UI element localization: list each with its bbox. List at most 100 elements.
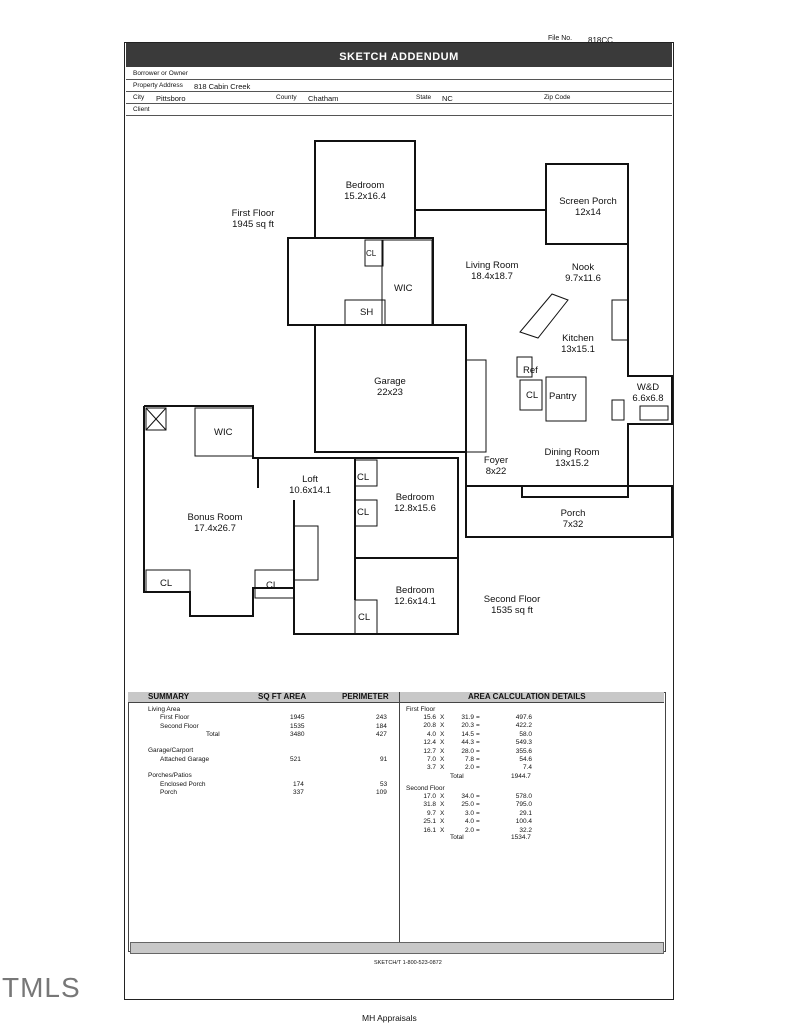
calc-first-total: 1944.7 [511, 773, 531, 780]
calc-cell-r: 497.6 [515, 714, 532, 721]
calc-cell-eq: = [476, 739, 480, 747]
calc-cell-op: X [440, 793, 445, 800]
porch-row-label: Porch [160, 789, 177, 796]
form-title: SKETCH ADDENDUM [126, 43, 672, 67]
cl-label-5: CL [160, 578, 173, 589]
dining-size: 13x15.2 [555, 458, 589, 469]
property-label: Property Address [133, 82, 183, 89]
bonus-size: 17.4x26.7 [194, 523, 236, 534]
living-room-name: Living Room [465, 260, 519, 271]
calc-cell-b: 20.3 [461, 722, 474, 730]
calc-first-floor-label: First Floor [406, 706, 436, 713]
calc-cell-a: 25.1 [423, 818, 436, 826]
calc-cell-r: 549.3 [515, 739, 532, 747]
living-area-label: Living Area [148, 706, 181, 713]
first-floor-caption-label: First Floor [231, 208, 275, 219]
appraiser-name: MH Appraisals [362, 1013, 417, 1023]
calc-second-total-label: Total [450, 834, 464, 841]
sketch-credit: SKETCH/T 1-800-523-0872 [374, 960, 442, 966]
living-total-perimeter: 427 [376, 731, 387, 738]
calc-cell-eq: = [476, 818, 480, 826]
property-row: Property Address 818 Cabin Creek [126, 80, 672, 92]
second-floor-row-label: Second Floor [160, 723, 199, 730]
calc-cell-op: X [440, 809, 445, 817]
calc-cell-a: 17.0 [423, 793, 436, 800]
porch-wall [465, 485, 673, 538]
calc-cell-op: X [440, 755, 445, 763]
wic-label-2: WIC [214, 427, 233, 438]
loft-size: 10.6x14.1 [289, 485, 331, 496]
calc-cell-r: 355.6 [515, 747, 532, 755]
foyer-size: 8x22 [485, 466, 507, 477]
garage-size: 22x23 [377, 387, 403, 398]
calc-cell-op: X [440, 764, 445, 772]
calc-cell-r: 422.2 [515, 722, 532, 730]
state-value: NC [442, 94, 453, 103]
bedroom2-name: Bedroom [395, 492, 435, 503]
second-floor-perimeter: 184 [376, 723, 387, 730]
wd-size: 6.6x6.8 [632, 393, 664, 404]
sh-label: SH [360, 307, 374, 318]
county-value: Chatham [308, 94, 339, 103]
calc-cell-op: X [440, 714, 445, 721]
calc-cell-eq: = [476, 764, 480, 772]
calc-cell-eq: = [476, 722, 480, 730]
summary-footer-bar [130, 942, 664, 954]
wd-name: W&D [636, 382, 660, 393]
nook-name: Nook [571, 262, 595, 273]
floor-plan-sketch [143, 140, 673, 635]
summary-col-perimeter: PERIMETER [342, 692, 389, 701]
calc-cell-b: 28.0 [461, 747, 474, 755]
calc-cell-eq: = [476, 714, 480, 721]
bedroom3-name: Bedroom [395, 585, 435, 596]
kitchen-size: 13x15.1 [561, 344, 595, 355]
calc-cell-b: 25.0 [461, 801, 474, 809]
calc-cell-r: 54.6 [519, 755, 532, 763]
screen-porch-wall [545, 163, 629, 245]
calc-cell-b: 14.5 [461, 730, 474, 738]
calc-cell-a: 12.4 [423, 739, 436, 747]
bonus-name: Bonus Room [187, 512, 243, 523]
cl-label-2: CL [526, 390, 539, 401]
calc-cell-a: 3.7 [426, 764, 436, 772]
second-floor-area: 1535 [290, 723, 305, 730]
calc-cell-eq: = [476, 755, 480, 763]
file-no-label: File No. [548, 35, 573, 42]
calc-cell-r: 795.0 [515, 801, 532, 809]
client-label: Client [133, 106, 150, 113]
calc-cell-op: X [440, 730, 445, 738]
calc-cell-r: 58.0 [519, 730, 532, 738]
file-no-value: 818CC [588, 36, 613, 45]
enclosed-porch-area: 174 [293, 781, 304, 788]
porch-name: Porch [560, 508, 586, 519]
state-label: State [416, 94, 432, 101]
attached-garage-label: Attached Garage [160, 756, 210, 763]
city-row: City Pittsboro County Chatham State NC Z… [126, 92, 672, 104]
city-label: City [133, 94, 145, 101]
calc-cell-eq: = [476, 793, 480, 800]
porch-size: 7x32 [562, 519, 584, 530]
garage-group-label: Garage/Carport [148, 747, 194, 754]
calc-cell-op: X [440, 818, 445, 826]
county-label: County [276, 94, 297, 101]
calc-cell-b: 4.0 [464, 818, 474, 826]
calc-cell-eq: = [476, 730, 480, 738]
porch-area: 337 [293, 789, 304, 796]
calc-cell-b: 3.0 [464, 809, 474, 817]
kitchen-name: Kitchen [562, 333, 594, 344]
